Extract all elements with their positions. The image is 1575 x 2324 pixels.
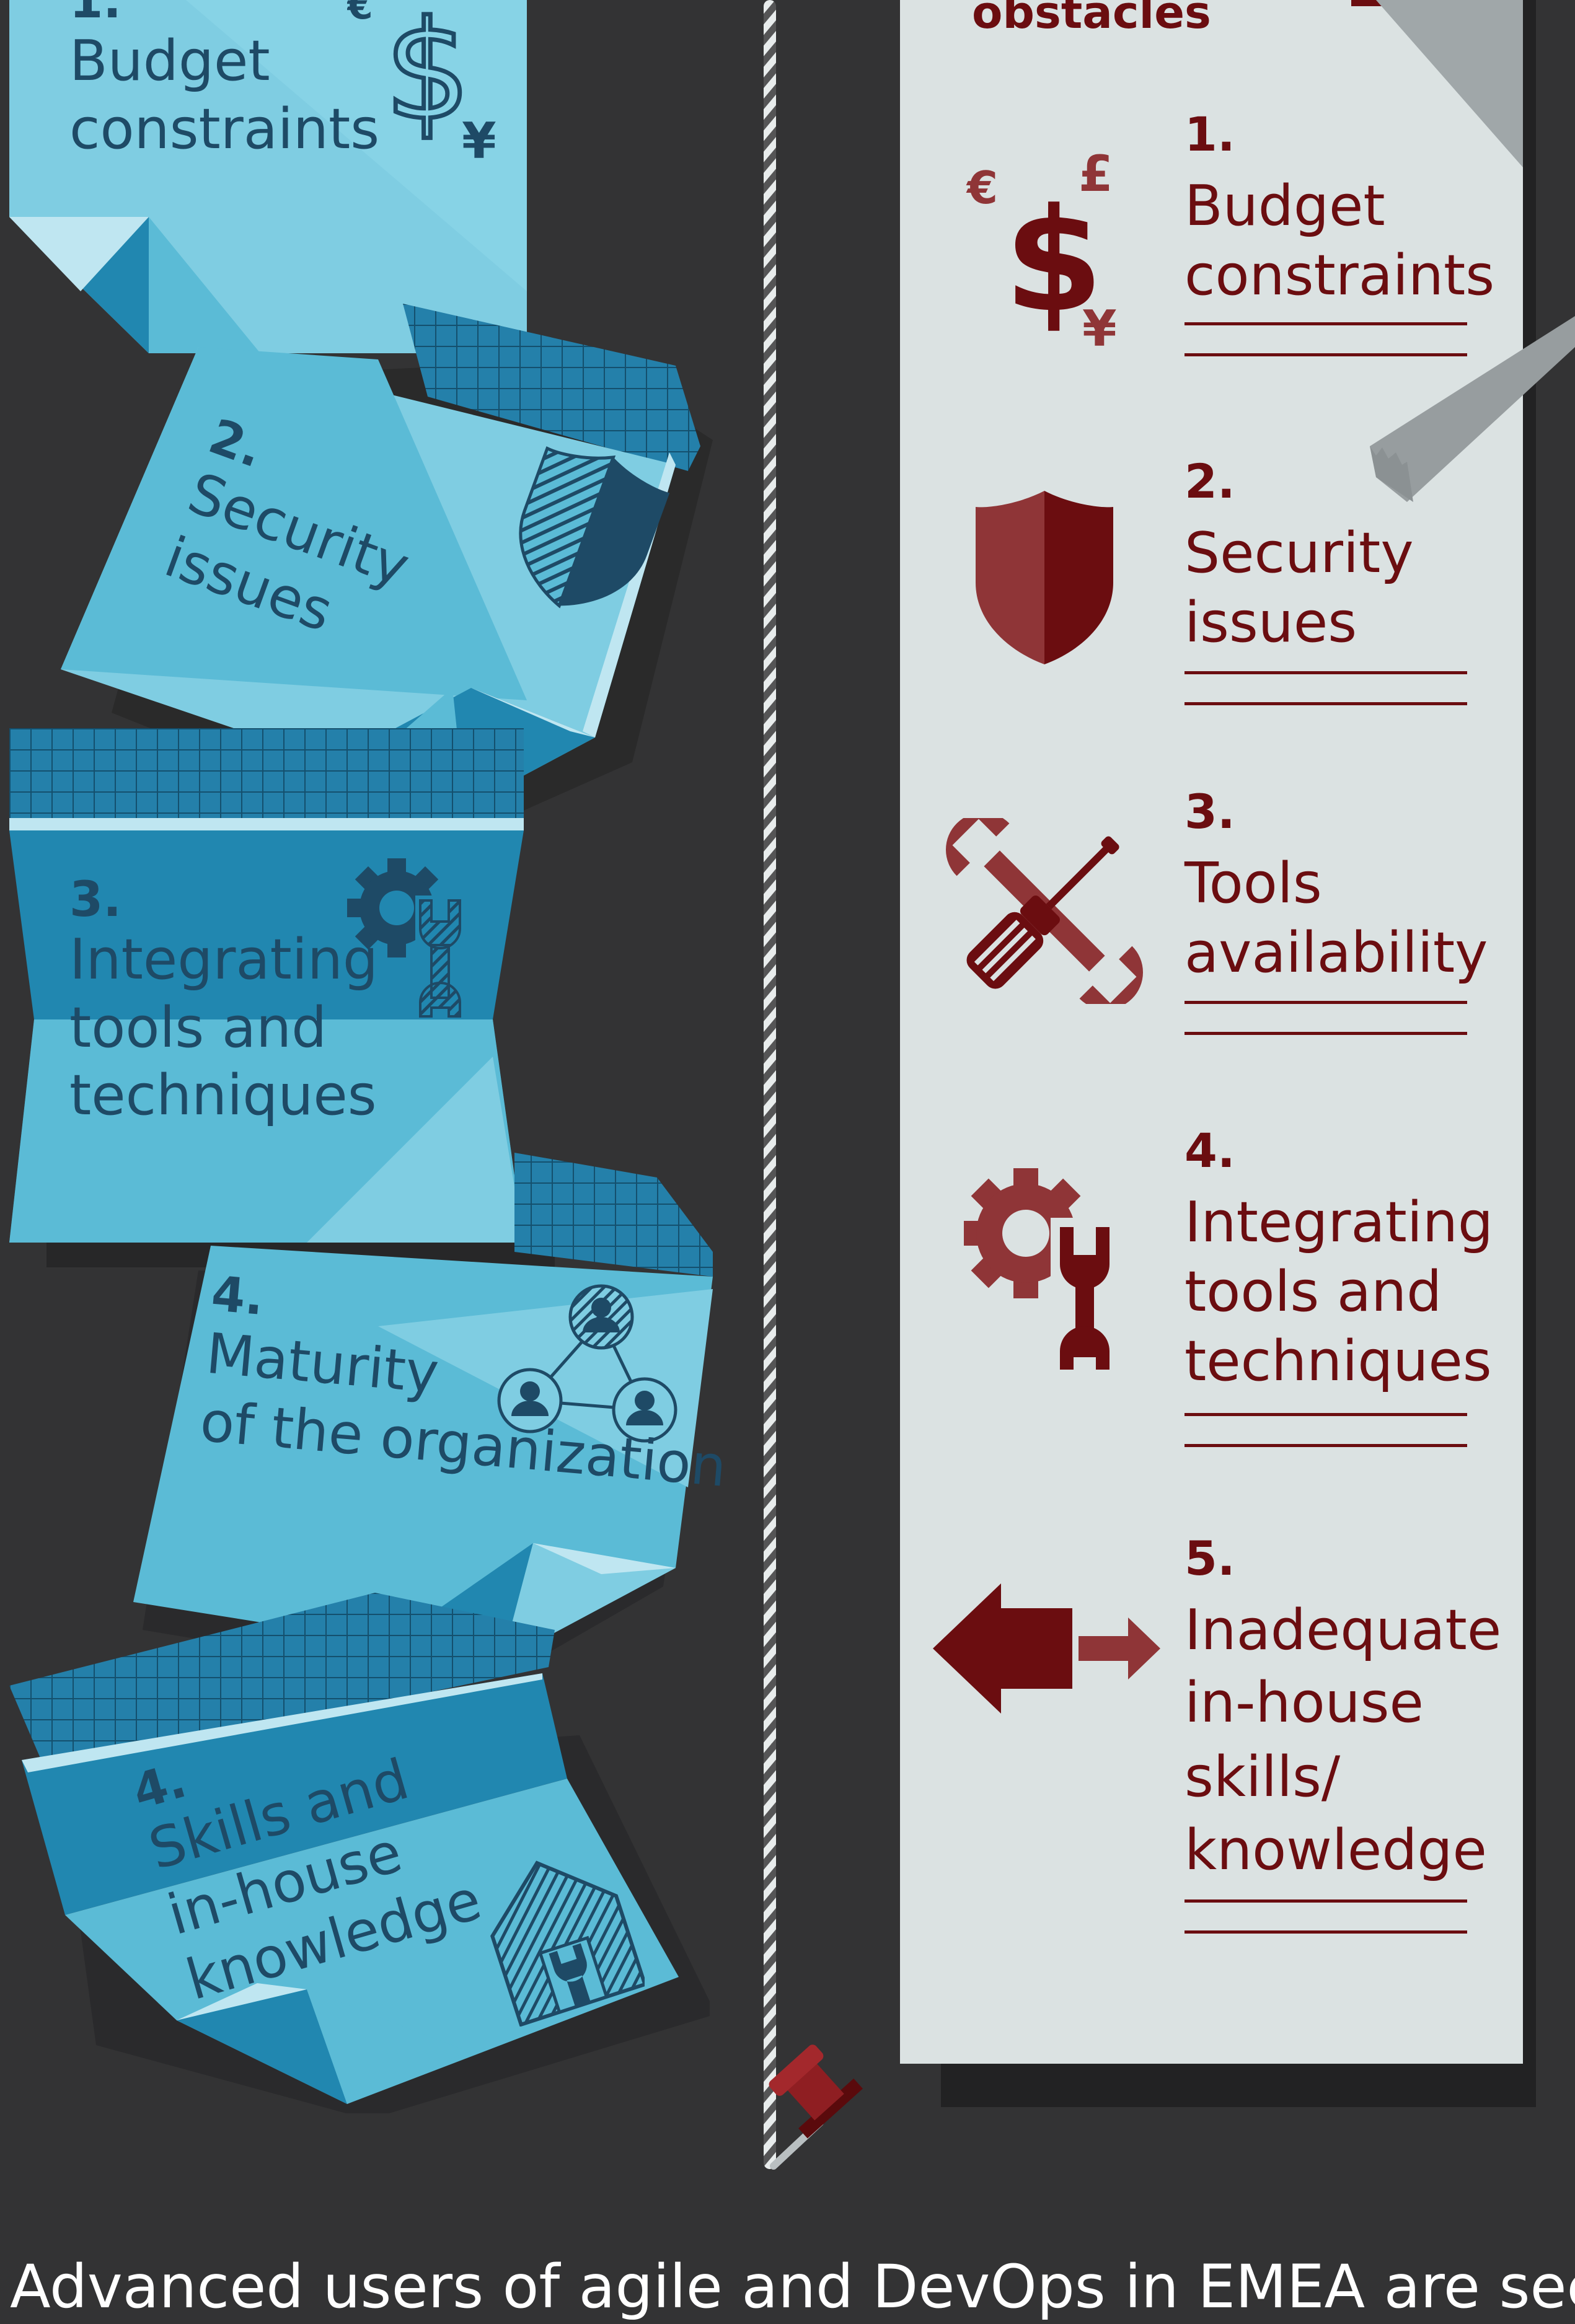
underline-rule — [1185, 1413, 1467, 1416]
underline-rule — [1185, 353, 1467, 356]
yen-symbol: ¥ — [462, 112, 496, 170]
item-number: 2. — [1185, 454, 1235, 509]
gear-wrench-icon — [347, 858, 471, 1019]
push-pin-icon — [769, 2045, 863, 2170]
euro-symbol: € — [966, 162, 998, 214]
item-label: Integrating — [1185, 1190, 1493, 1255]
currency-icon: € $ £ ¥ — [966, 145, 1117, 358]
underline-rule — [1185, 671, 1467, 674]
item-label: knowledge — [1185, 1818, 1487, 1883]
item-number: 3. — [1185, 784, 1235, 839]
underline-rule — [1185, 702, 1467, 705]
note-label: constraints — [69, 96, 380, 162]
item-label: constraints — [1185, 243, 1495, 308]
underline-rule — [1185, 1444, 1467, 1447]
item-label: Security — [1185, 521, 1414, 586]
item-label: Budget — [1185, 174, 1385, 239]
shield-icon — [976, 491, 1113, 664]
underline-rule — [1185, 1930, 1467, 1934]
pound-symbol: £ — [1079, 145, 1113, 203]
house-tool-icon — [490, 1860, 645, 2027]
item-label: skills/ — [1185, 1745, 1341, 1810]
item-label: techniques — [1185, 1329, 1492, 1394]
item-number: 5. — [1185, 1531, 1235, 1586]
dollar-symbol: $ — [384, 0, 471, 150]
item-label: issues — [1185, 590, 1357, 655]
note-label: techniques — [69, 1063, 377, 1129]
paper-corner-and-tape — [1351, 0, 1575, 502]
underline-rule — [1185, 1032, 1467, 1035]
paper-heading: obstacles — [972, 0, 1211, 38]
item-label: tools and — [1185, 1259, 1442, 1324]
item-label: Inadequate — [1185, 1598, 1502, 1663]
yen-symbol: ¥ — [1082, 300, 1117, 358]
item-label: in-house — [1185, 1670, 1424, 1735]
dollar-symbol: $ — [1004, 178, 1103, 344]
euro-symbol: € — [347, 0, 373, 28]
item-number: 4. — [1185, 1123, 1235, 1178]
note-number: 1. — [69, 0, 121, 29]
item-label: Tools — [1185, 851, 1322, 916]
footer-text: Advanced users of agile and DevOps in EM… — [10, 2252, 1575, 2322]
shield-icon — [519, 446, 669, 609]
tools-crossed-icon — [946, 818, 1143, 1004]
note-label: tools and — [69, 995, 327, 1060]
item-number: 1. — [1185, 107, 1235, 162]
note-label: Budget — [69, 28, 270, 94]
underline-rule — [1185, 1001, 1467, 1004]
divider-string — [764, 0, 776, 2169]
people-network-icon — [497, 1284, 677, 1443]
item-label: availability — [1185, 920, 1488, 985]
underline-rule — [1185, 322, 1467, 325]
note-label: Integrating — [69, 927, 378, 992]
underline-rule — [1185, 1899, 1467, 1903]
arrows-icon — [933, 1583, 1160, 1714]
note-number: 3. — [69, 872, 121, 928]
currency-icon: € $ ¥ — [347, 0, 496, 170]
gear-wrench-icon — [964, 1168, 1119, 1373]
